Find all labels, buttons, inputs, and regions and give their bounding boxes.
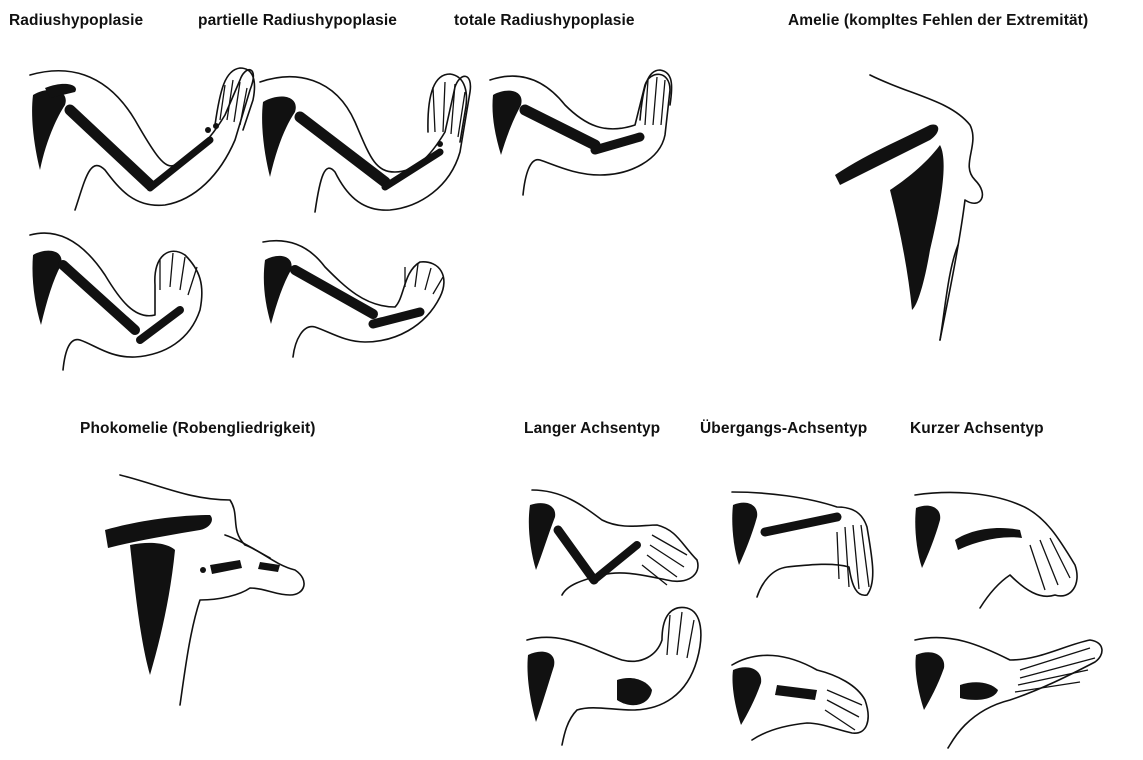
label-short-axis: Kurzer Achsentyp: [910, 420, 1044, 438]
label-phokomelie: Phokomelie (Robengliedrigkeit): [80, 420, 316, 438]
label-transition-axis: Übergangs-Achsentyp: [700, 420, 867, 438]
long-axis-type-2-illustration: [522, 600, 712, 750]
arm-total-radiushypoplasie-illustration: [485, 65, 685, 200]
label-amelie: Amelie (kompltes Fehlen der Extremität): [788, 12, 1088, 30]
phokomelie-illustration: [100, 470, 320, 710]
label-radiushypoplasie: Radiushypoplasie: [9, 12, 143, 30]
arm-radiushypoplasie-variant-2-illustration: [255, 232, 455, 362]
arm-radiushypoplasie-variant-1-illustration: [25, 225, 220, 375]
transition-axis-type-2-illustration: [727, 645, 877, 745]
amelie-illustration: [830, 70, 1000, 345]
arm-partial-radiushypoplasie-illustration: [255, 62, 480, 222]
arm-radiushypoplasie-illustration: [25, 60, 255, 230]
short-axis-type-2-illustration: [910, 630, 1110, 750]
label-partial-radiushypoplasie: partielle Radiushypoplasie: [198, 12, 397, 30]
long-axis-type-1-illustration: [522, 485, 707, 600]
label-total-radiushypoplasie: totale Radiushypoplasie: [454, 12, 635, 30]
label-long-axis: Langer Achsentyp: [524, 420, 660, 438]
transition-axis-type-1-illustration: [727, 487, 892, 602]
short-axis-type-1-illustration: [910, 490, 1085, 610]
